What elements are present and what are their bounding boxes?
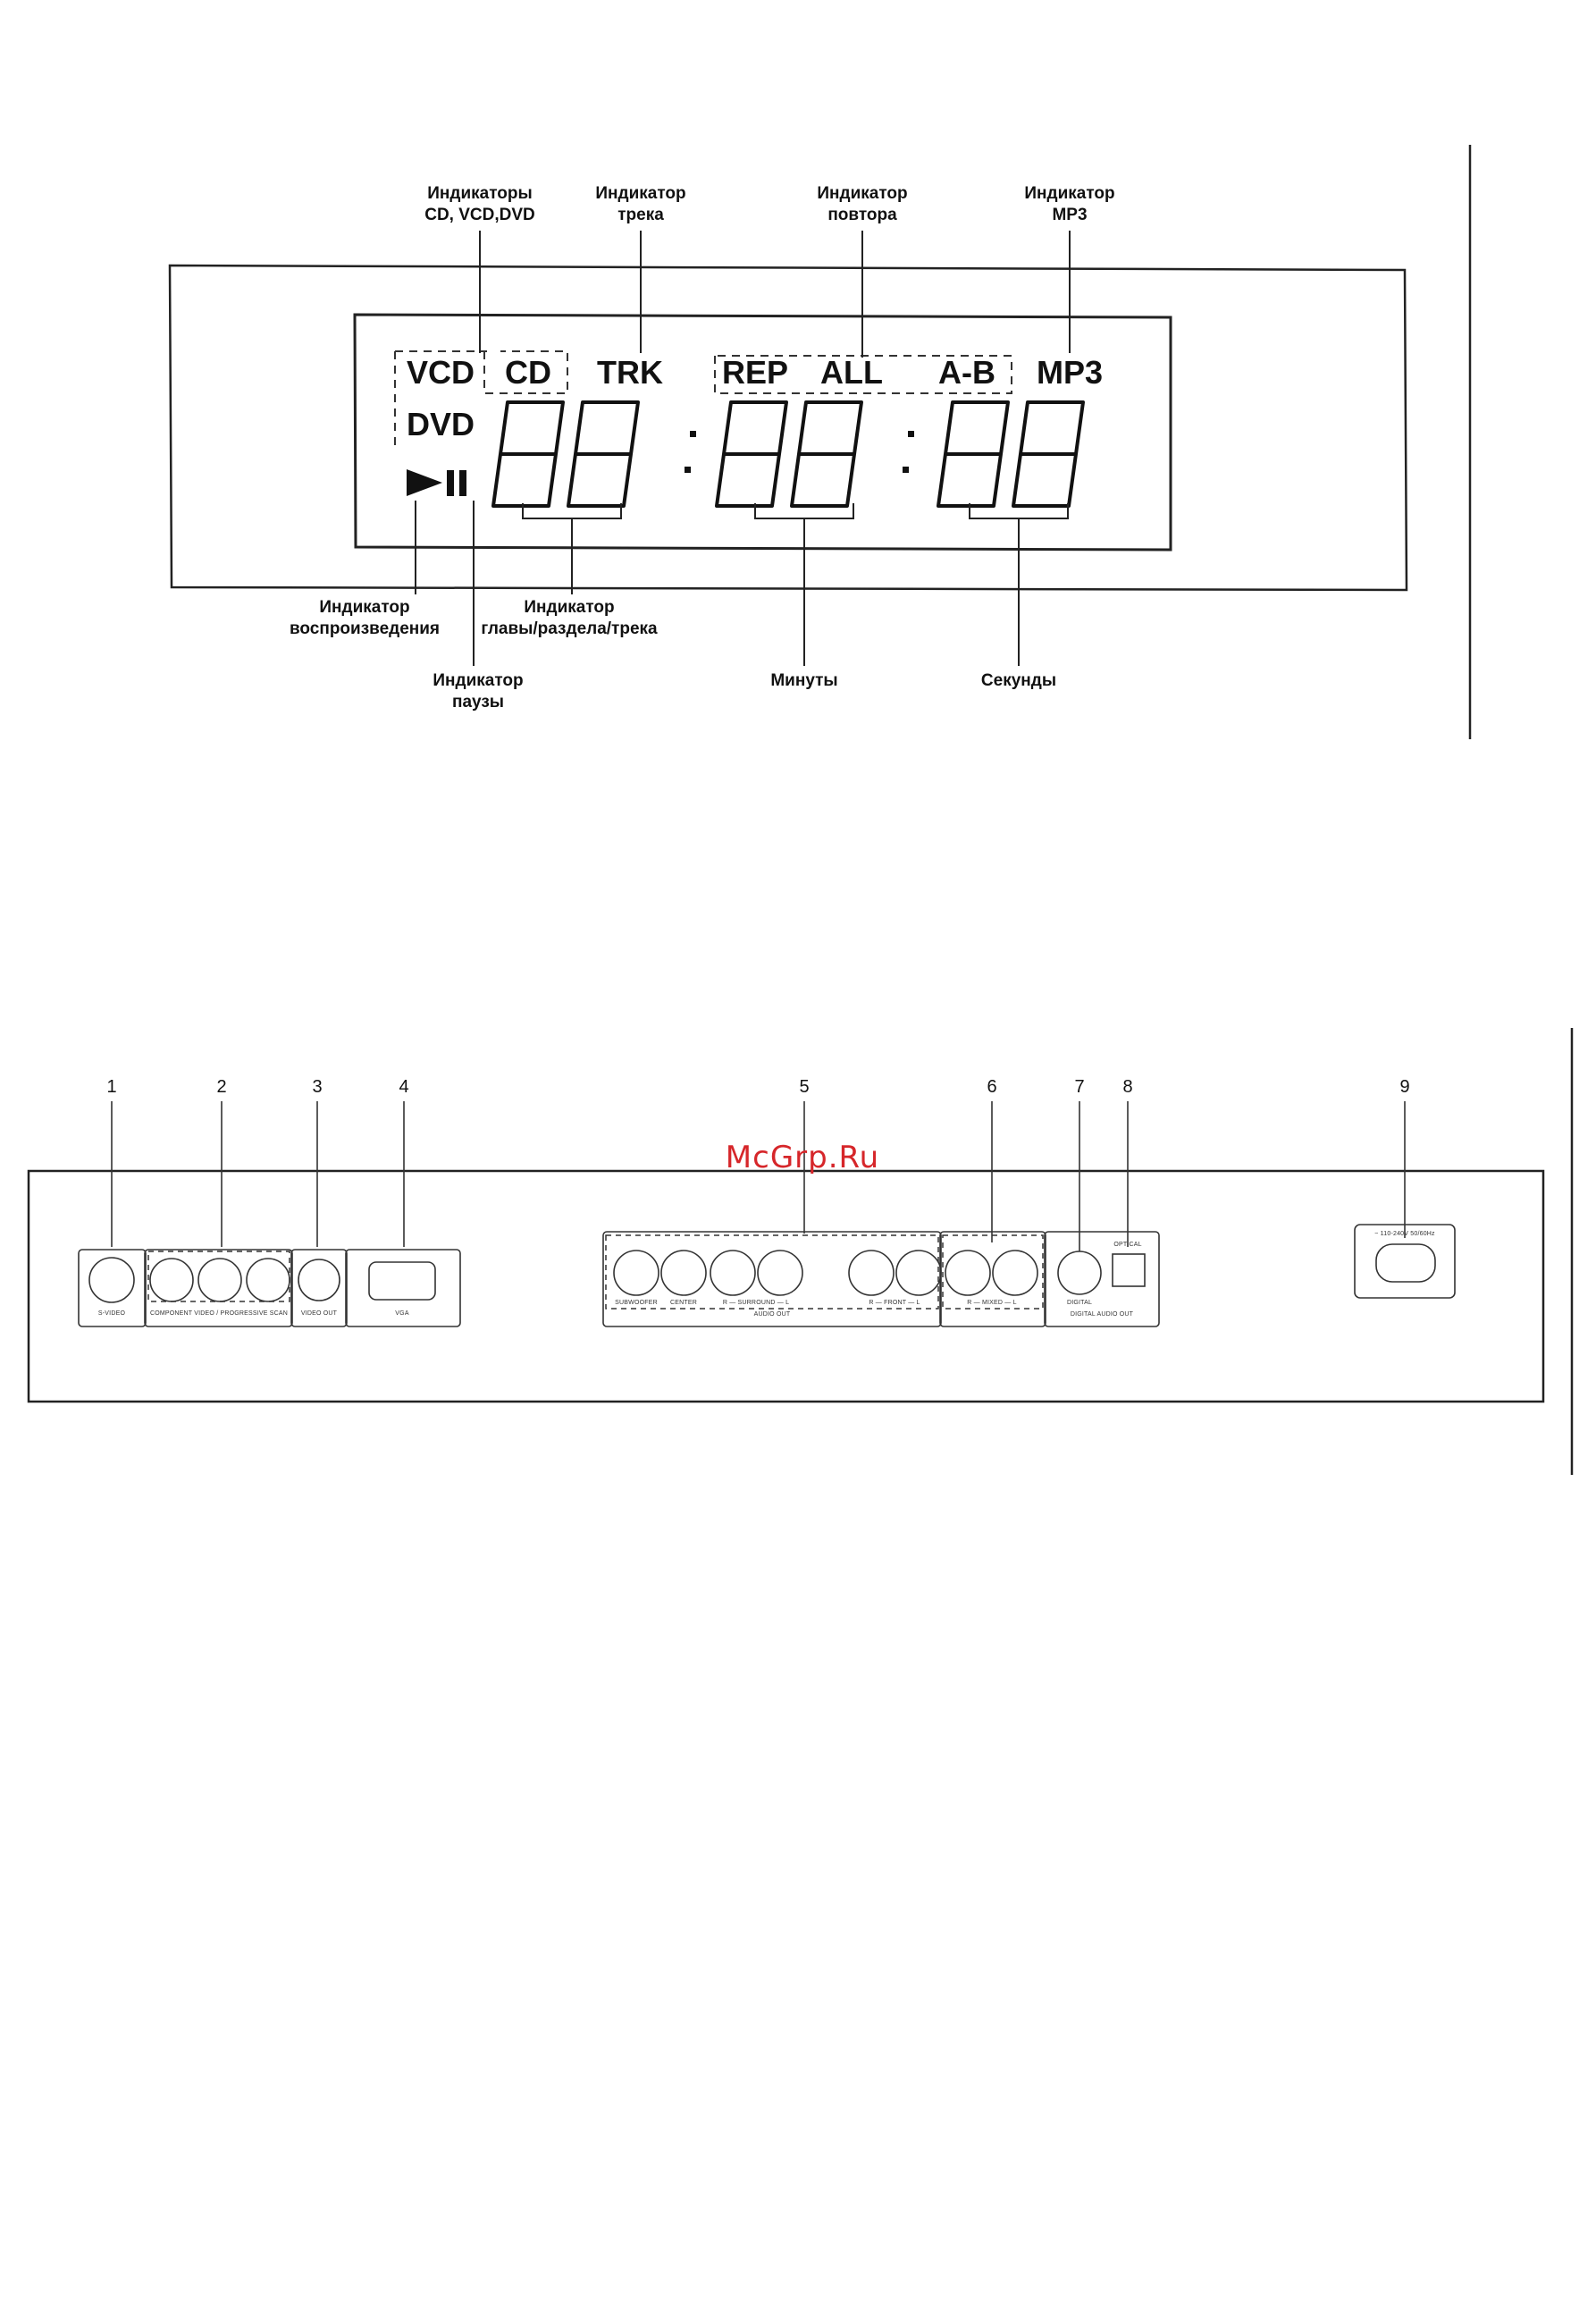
rear-number-1: 1 [106, 1077, 117, 1097]
lcd-ab-label: A-B [938, 354, 995, 391]
lcd-vcd-label: VCD [407, 354, 475, 391]
mixed-block [939, 1231, 1046, 1327]
lcd-all-label: ALL [820, 354, 883, 391]
digit-1 [491, 400, 565, 508]
play-symbol-icon [407, 469, 442, 496]
rear-number-9: 9 [1399, 1077, 1410, 1097]
lcd-mp3-label: MP3 [1037, 354, 1104, 391]
digital-block [1044, 1231, 1160, 1327]
pause-symbol-icon-b [459, 470, 466, 496]
subwoofer-jack [613, 1250, 659, 1296]
rear-number-6: 6 [987, 1077, 997, 1097]
callout-play-indicator: Индикатор воспроизведения [289, 598, 441, 638]
lcd-dvd-label: DVD [407, 406, 475, 442]
digit-5 [937, 400, 1010, 508]
label-digital-audio-out: DIGITAL AUDIO OUT [1070, 1311, 1134, 1318]
colon-dots [685, 431, 914, 473]
mixed-dashed-box [942, 1234, 1044, 1310]
lcd-trk-label: TRK [597, 354, 663, 391]
callout-minutes: Минуты [770, 671, 838, 690]
digit-3 [715, 400, 788, 508]
label-vga: VGA [395, 1310, 409, 1317]
rear-number-7: 7 [1074, 1077, 1085, 1097]
vga-block [345, 1249, 461, 1327]
svideo-block [78, 1249, 147, 1327]
cd-dashed-box [483, 350, 568, 394]
lcd-cd-label: CD [505, 354, 551, 391]
callout-pause-indicator: Индикатор паузы [433, 671, 524, 712]
label-digital: DIGITAL [1066, 1300, 1093, 1306]
mixed-l-jack [992, 1250, 1038, 1296]
pause-symbol-icon-a [447, 470, 454, 496]
optical-port [1112, 1253, 1146, 1287]
lcd-rep-label: REP [722, 354, 789, 391]
rear-number-2: 2 [216, 1077, 227, 1097]
front-l-jack [895, 1250, 942, 1296]
repeat-dashed-box [714, 355, 1012, 394]
callout-chapter-indicator: Индикатор главы/раздела/трека [481, 598, 658, 638]
center-jack [660, 1250, 707, 1296]
label-audio-out: AUDIO OUT [753, 1311, 791, 1318]
label-optical: OPTICAL [1113, 1242, 1142, 1248]
digit-2 [567, 400, 640, 508]
segment-digits [491, 400, 1085, 508]
label-center: CENTER [670, 1300, 697, 1306]
video-out-block [290, 1249, 348, 1327]
power-block [1354, 1224, 1456, 1299]
callout-mp3-indicator: Индикатор MP3 [1024, 184, 1115, 224]
callout-disc-indicators: Индикаторы CD, VCD,DVD [424, 184, 535, 224]
svideo-jack [88, 1257, 135, 1303]
label-component: COMPONENT VIDEO / PROGRESSIVE SCAN [149, 1310, 289, 1317]
component-jack-pb [197, 1258, 242, 1302]
component-jack-y [149, 1258, 194, 1302]
label-s-video: S-VIDEO [97, 1310, 126, 1317]
label-subwoofer: SUBWOOFER [615, 1300, 658, 1306]
audio-dashed-box [605, 1234, 939, 1310]
lcd-window-outline [353, 313, 1172, 552]
label-surround: R — SURROUND — L [722, 1300, 790, 1306]
label-power: ~ 110-240V 50/60Hz [1374, 1231, 1435, 1237]
video-out-jack [298, 1259, 340, 1301]
power-socket [1375, 1243, 1436, 1283]
watermark-logo: McGrp.Ru [725, 1140, 880, 1175]
surround-r-jack [710, 1250, 756, 1296]
callout-seconds: Секунды [980, 671, 1057, 690]
rear-number-4: 4 [399, 1077, 409, 1097]
rear-number-8: 8 [1122, 1077, 1133, 1097]
component-jack-pr [246, 1258, 290, 1302]
digit-4 [790, 400, 863, 508]
label-front: R — FRONT — L [869, 1300, 920, 1306]
audio-out-block [602, 1231, 942, 1327]
display-housing-outline [168, 264, 1408, 592]
label-mixed: R — MIXED — L [967, 1300, 1017, 1306]
callout-repeat-indicator: Индикатор повтора [817, 184, 908, 224]
rear-number-3: 3 [312, 1077, 323, 1097]
mixed-r-jack [945, 1250, 991, 1296]
rear-panel-outline [27, 1169, 1545, 1403]
surround-l-jack [757, 1250, 803, 1296]
front-r-jack [848, 1250, 895, 1296]
label-video-out: VIDEO OUT [300, 1310, 338, 1317]
coaxial-jack [1057, 1251, 1102, 1295]
digit-6 [1012, 400, 1085, 508]
callout-track-indicator: Индикатор трека [595, 184, 686, 224]
vga-port [368, 1261, 436, 1301]
rear-number-5: 5 [799, 1077, 810, 1097]
component-block [144, 1249, 293, 1327]
component-dashed-box [147, 1251, 290, 1302]
